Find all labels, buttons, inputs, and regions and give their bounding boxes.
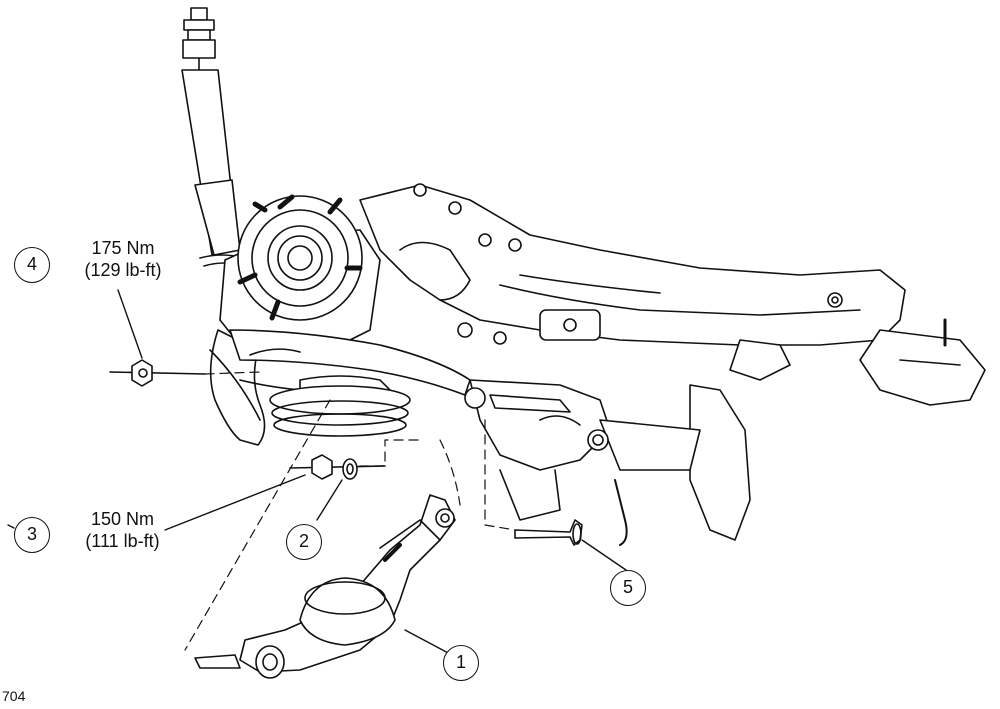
torque-label-4: 175 Nm (129 lb-ft) bbox=[58, 237, 188, 281]
figure-id: 704 bbox=[2, 688, 26, 704]
subframe bbox=[359, 183, 986, 406]
alignment-lines bbox=[184, 371, 516, 651]
callout-4: 4 bbox=[14, 247, 50, 283]
callout-5: 5 bbox=[610, 570, 646, 606]
fasteners bbox=[109, 359, 583, 546]
callout-3: 3 bbox=[14, 517, 50, 553]
torque-imperial-3: (111 lb-ft) bbox=[85, 531, 160, 551]
callout-1: 1 bbox=[443, 645, 479, 681]
coil-spring bbox=[269, 385, 411, 437]
callout-2: 2 bbox=[286, 524, 322, 560]
shock-absorber bbox=[181, 7, 245, 267]
leader-lines bbox=[7, 289, 627, 656]
torque-label-3: 150 Nm (111 lb-ft) bbox=[60, 508, 185, 552]
wheel-hub bbox=[237, 194, 363, 321]
torque-imperial-4: (129 lb-ft) bbox=[84, 260, 162, 280]
stabilizer-link bbox=[464, 387, 628, 546]
torque-metric-3: 150 Nm bbox=[90, 509, 155, 529]
lower-control-arm bbox=[194, 494, 456, 679]
torque-metric-4: 175 Nm bbox=[91, 238, 155, 258]
